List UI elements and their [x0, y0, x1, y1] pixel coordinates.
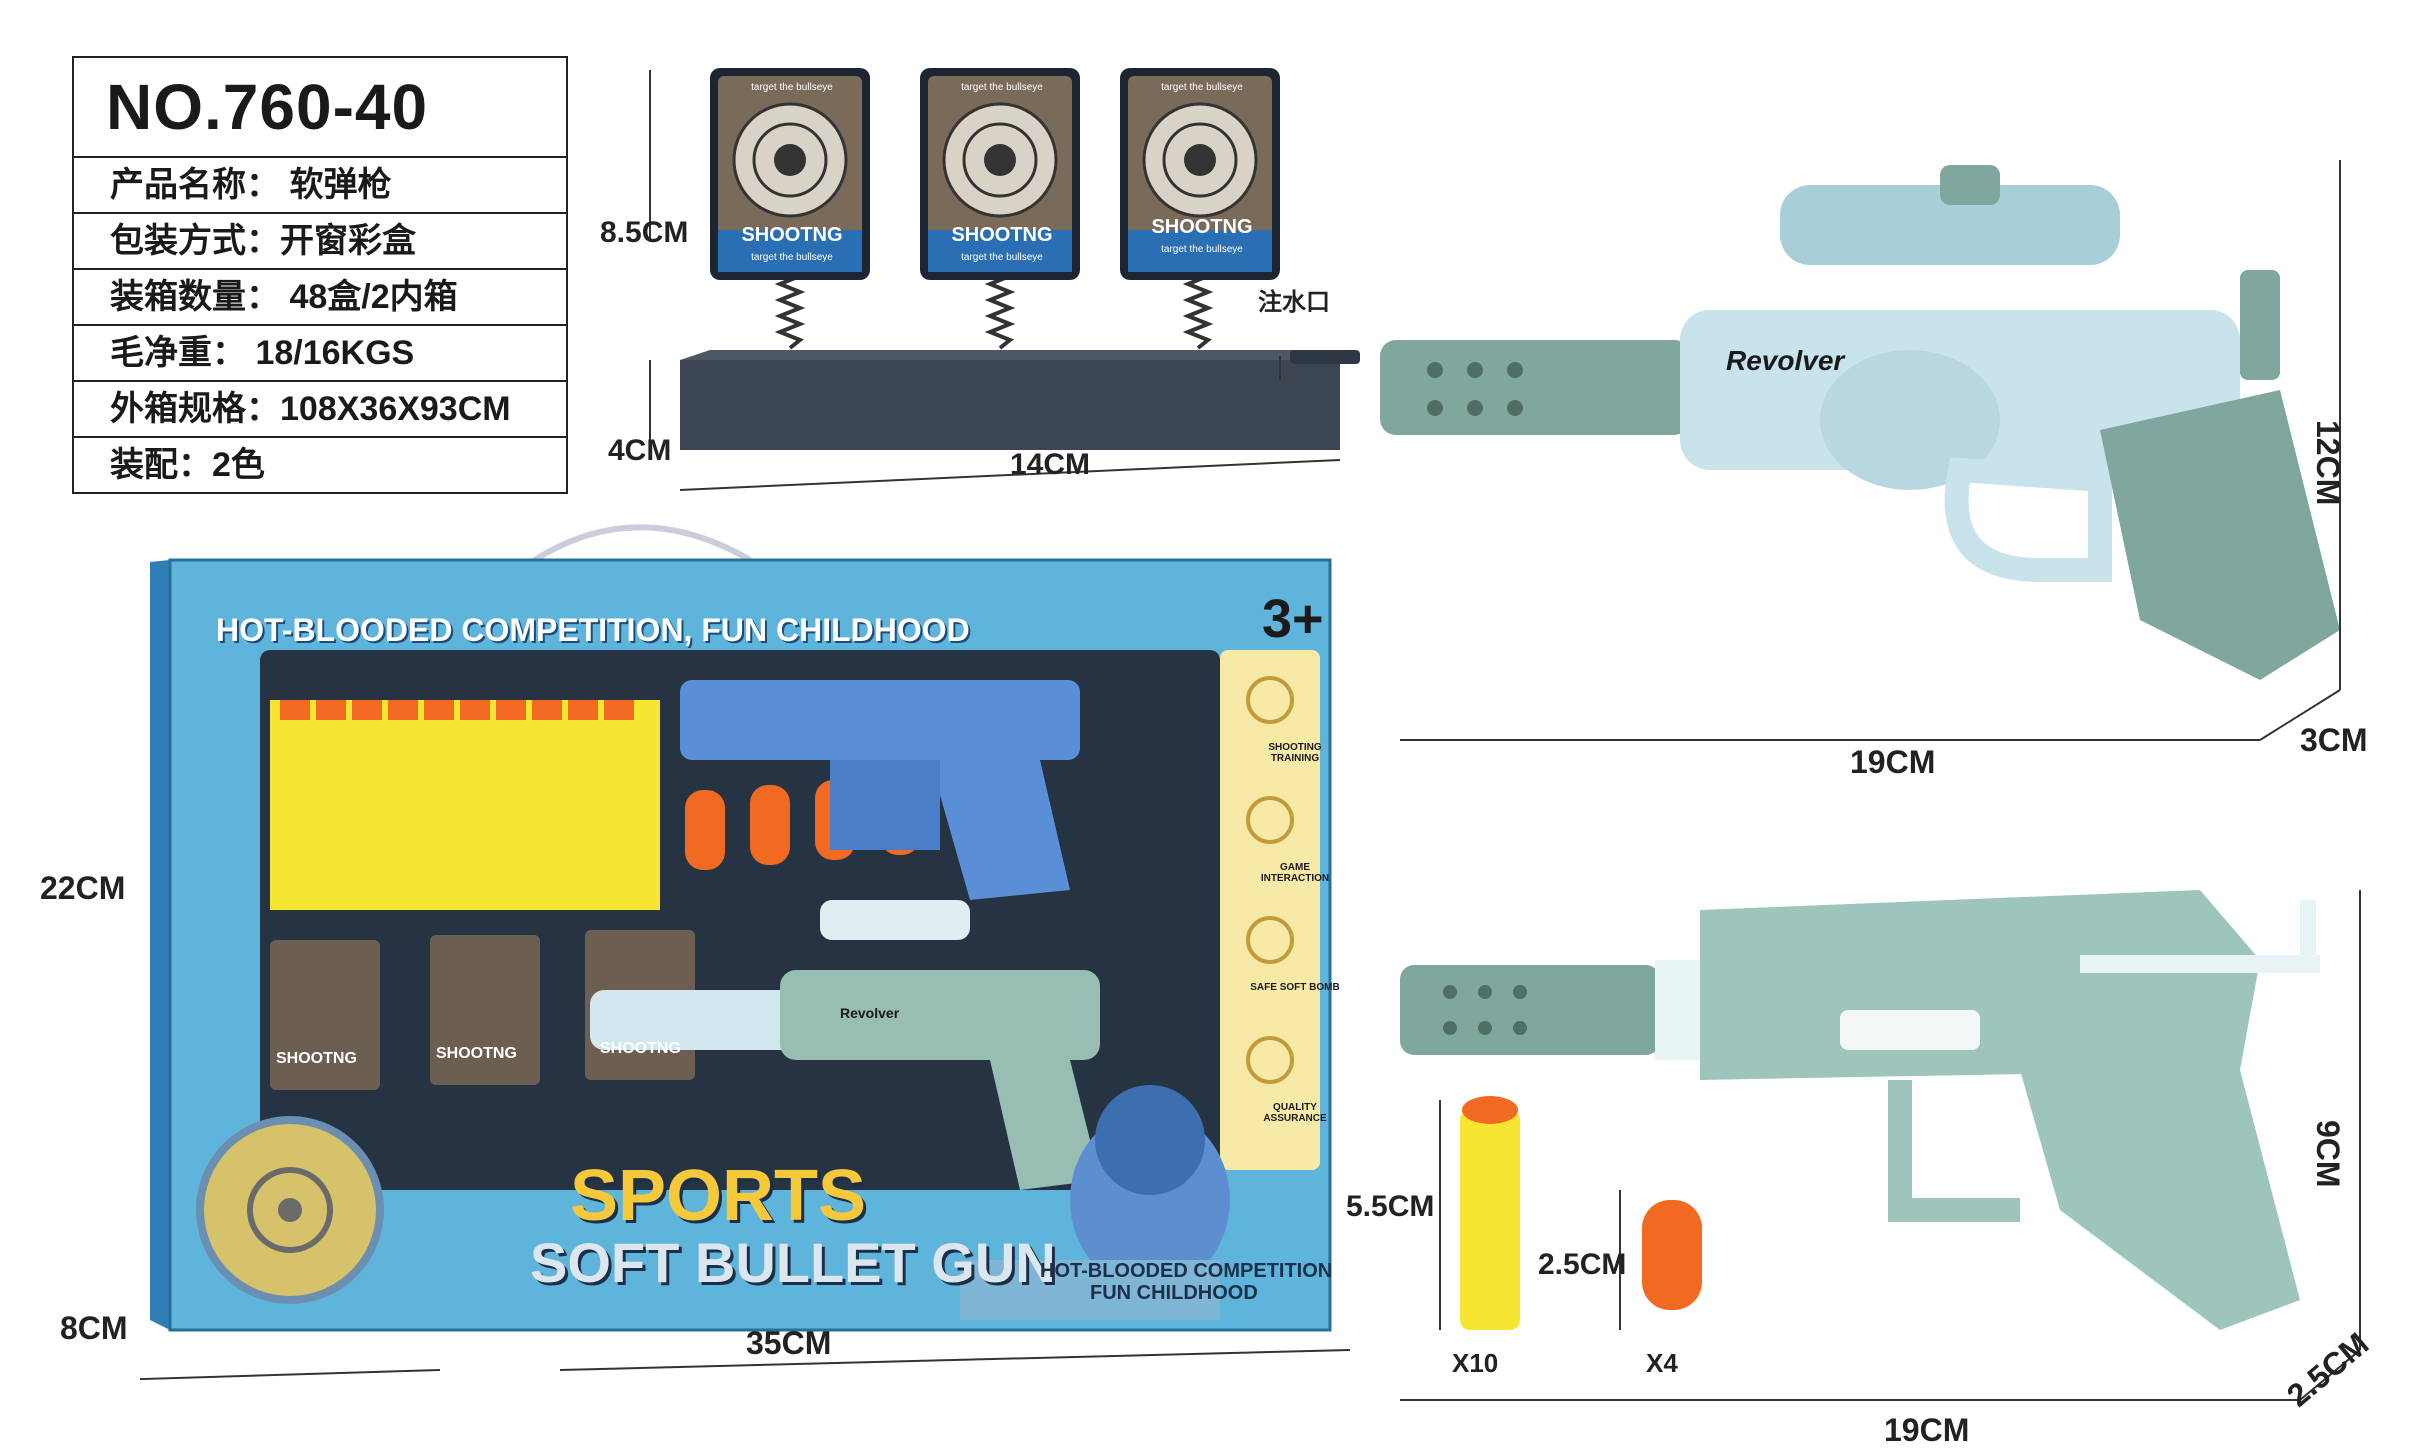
age-badge: 3+: [1262, 589, 1324, 649]
revolver-illustration: [1380, 160, 2341, 741]
foam-darts-pack: [270, 700, 660, 910]
target-circle-logo: [196, 1116, 384, 1304]
spec-row-weight: 毛净重： 18/16KGS: [74, 326, 566, 382]
target-base-dim: 4CM: [608, 434, 672, 467]
target-card-2-sub: target the bullseye: [961, 252, 1043, 263]
water-inlet-nozzle: [1290, 350, 1360, 364]
pistol-muzzle: [1400, 965, 1660, 1055]
soldier-mascot: [1070, 1085, 1230, 1290]
diamond-icon: [1246, 1036, 1294, 1084]
revolver-label: Revolver: [1726, 345, 1845, 376]
ammo-illustration: [1439, 1096, 1702, 1330]
target-stand-illustration: [649, 68, 1360, 491]
target-height-dim: 8.5CM: [600, 216, 689, 249]
spec-row-carton-size: 外箱规格：108X36X93CM: [74, 382, 566, 438]
box-handle: [518, 524, 752, 573]
spec-row-product-name: 产品名称： 软弹枪: [74, 158, 566, 214]
spec-row-packaging: 包装方式：开窗彩盒: [74, 214, 566, 270]
box-slogan: HOT-BLOODED COMPETITION, FUN CHILDHOOD: [216, 612, 970, 648]
box-tagline-2: FUN CHILDHOOD: [1090, 1282, 1258, 1304]
target-card-2-top: target the bullseye: [961, 82, 1043, 93]
feature-shooting: SHOOTING TRAINING: [1268, 742, 1322, 764]
box-height-dim: 22CM: [40, 870, 126, 906]
pistol-height-dim: 9CM: [2310, 1120, 2346, 1188]
bullet-length-dim: 2.5CM: [1538, 1248, 1627, 1281]
box-logo-top: SPORTS: [570, 1156, 867, 1236]
box-depth-dim: 8CM: [60, 1310, 128, 1346]
feature-quality: QUALITY ASSURANCE: [1263, 1102, 1327, 1124]
spec-row-quantity: 装箱数量： 48盒/2内箱: [74, 270, 566, 326]
bullet-count: X4: [1646, 1348, 1678, 1378]
box-card-title-1: SHOOTNG: [276, 1050, 357, 1067]
box-revolver: [590, 900, 1100, 1190]
orange-bullet: [1642, 1200, 1702, 1310]
target-card-1: [710, 68, 870, 280]
target-card-2-title: SHOOTNG: [951, 224, 1053, 246]
target-card-1-top: target the bullseye: [751, 82, 833, 93]
blue-pistol: [680, 680, 1080, 900]
dart-count: X10: [1452, 1348, 1499, 1378]
bomb-icon: [1246, 916, 1294, 964]
box-card-title-3: SHOOTNG: [600, 1040, 681, 1057]
box-logo-bottom: SOFT BULLET GUN: [530, 1231, 1056, 1294]
model-number: NO.760-40: [74, 58, 566, 158]
foam-dart: [1460, 1110, 1520, 1330]
box-card-title-2: SHOOTNG: [436, 1045, 517, 1062]
pistol-grip: [2020, 1070, 2300, 1330]
pistol-illustration: [1400, 890, 2361, 1401]
revolver-height-dim: 12CM: [2310, 420, 2346, 506]
game-icon: [1246, 796, 1294, 844]
target-card-3-title: SHOOTNG: [1151, 216, 1253, 238]
dart-length-dim: 5.5CM: [1346, 1190, 1435, 1223]
feature-safe: SAFE SOFT BOMB: [1250, 982, 1340, 993]
target-card-3-top: target the bullseye: [1161, 82, 1243, 93]
target-card-1-sub: target the bullseye: [751, 252, 833, 263]
revolver-muzzle: [1380, 340, 1690, 435]
revolver-depth-dim: 3CM: [2300, 722, 2368, 758]
pistol-width-dim: 19CM: [1884, 1412, 1970, 1448]
box-revolver-label: Revolver: [840, 1005, 900, 1021]
crosshair-icon: [1246, 676, 1294, 724]
feature-game: GAME INTERACTION: [1260, 862, 1330, 884]
box-width-dim: 35CM: [746, 1325, 832, 1361]
feature-sidebar: [1220, 650, 1320, 1170]
target-base: [680, 360, 1340, 450]
pistol-slide: [1700, 890, 2260, 1080]
target-width-dim: 14CM: [1010, 448, 1091, 481]
target-card-1-title: SHOOTNG: [741, 224, 843, 246]
revolver-width-dim: 19CM: [1850, 744, 1936, 780]
spec-table: NO.760-40 产品名称： 软弹枪 包装方式：开窗彩盒 装箱数量： 48盒/…: [72, 56, 568, 494]
water-inlet-label: 注水口: [1258, 289, 1330, 316]
target-card-3-sub: target the bullseye: [1161, 244, 1243, 255]
spec-row-colors: 装配：2色: [110, 446, 265, 484]
box-target-cards: [270, 930, 695, 1090]
target-card-3: [1120, 68, 1280, 280]
packaging-box-illustration: [140, 524, 1350, 1380]
revolver-grip: [2100, 390, 2340, 680]
revolver-scope: [1780, 185, 2120, 265]
box-tagline-1: HOT-BLOODED COMPETITION: [1040, 1260, 1333, 1282]
target-card-2: [920, 68, 1080, 280]
